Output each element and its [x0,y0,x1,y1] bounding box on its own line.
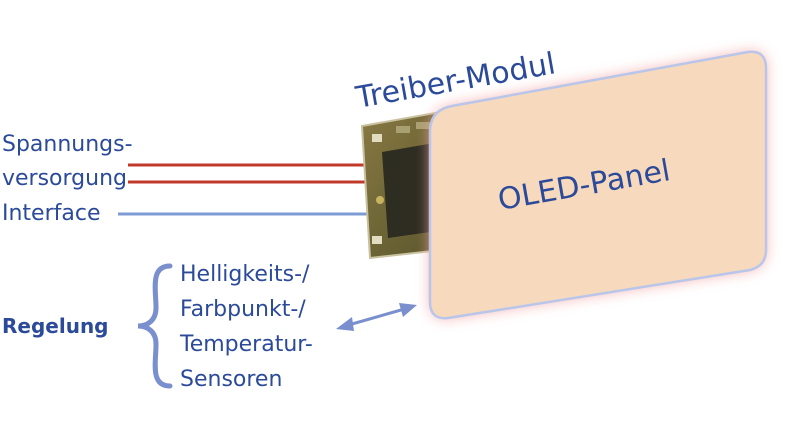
sensor-label-line4: Sensoren [180,367,283,392]
regulation-label: Regelung [2,314,109,338]
sensor-label-line2: Farbpunkt-/ [180,297,306,322]
curly-brace [137,263,173,389]
sensor-label-line1: Helligkeits-/ [180,262,310,287]
power-supply-label-line2: versorgung [2,166,127,191]
sensor-label-line3: Temperatur- [180,332,313,357]
double-arrow-icon [336,303,417,331]
power-supply-label-line1: Spannungs- [2,132,133,157]
oled-panel [428,50,768,320]
interface-label: Interface [2,201,101,226]
